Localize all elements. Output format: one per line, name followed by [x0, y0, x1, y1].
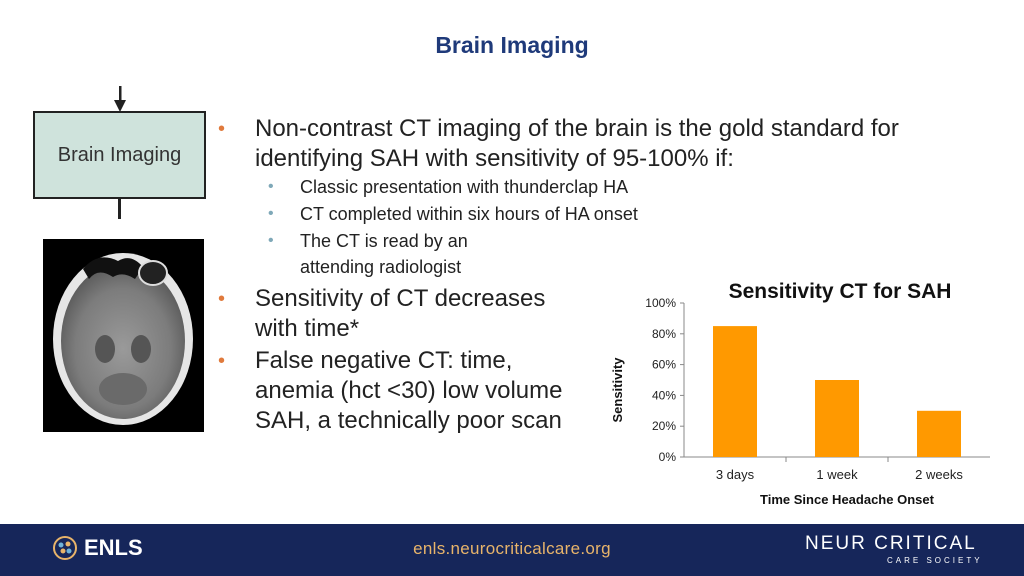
- y-tick-label: 40%: [652, 388, 676, 402]
- y-axis-label: Sensitivity: [610, 357, 625, 423]
- footer-url: enls.neurocriticalcare.org: [413, 539, 611, 558]
- page-title: Brain Imaging: [435, 32, 589, 58]
- sub-bullet-3: The CT is read by an attending radiologi…: [300, 231, 468, 277]
- footer-bar: [0, 524, 1024, 576]
- bar: [815, 380, 859, 457]
- bullet-dot-icon: •: [218, 350, 226, 372]
- flow-connector-line: [118, 199, 121, 219]
- sub-bullet-2: CT completed within six hours of HA onse…: [300, 204, 638, 224]
- bar: [917, 410, 961, 457]
- bullet-dot-icon: •: [218, 118, 226, 140]
- ct-scan-image: [43, 239, 204, 432]
- bullet-2: Sensitivity of CT decreases with time*: [255, 285, 546, 342]
- sub-bullet-dot-icon: •: [268, 232, 274, 249]
- y-tick-label: 20%: [652, 419, 676, 433]
- y-tick-label: 100%: [645, 296, 676, 310]
- x-axis-label: Time Since Headache Onset: [760, 492, 935, 507]
- ncs-logo-subtext: CARE SOCIETY: [887, 556, 983, 565]
- flow-box: Brain Imaging: [33, 111, 206, 199]
- x-tick-label: 2 weeks: [915, 467, 963, 482]
- sensitivity-bar-chart: Sensitivity CT for SAH 0% 20% 40% 60% 80% 100%…: [610, 280, 990, 507]
- x-tick-label: 3 days: [716, 467, 755, 482]
- bar: [713, 326, 757, 457]
- enls-logo-text: ENLS: [84, 535, 143, 560]
- brain-logo-icon: [53, 536, 77, 560]
- bullet-3: False negative CT: time, anemia (hct <30…: [255, 347, 563, 434]
- sub-bullet-dot-icon: •: [268, 205, 274, 222]
- ncs-logo-text: NEUR CRITICAL: [805, 533, 977, 554]
- flow-arrow-down-icon: [114, 86, 126, 112]
- enls-logo: ENLS: [52, 535, 143, 561]
- y-tick-label: 0%: [659, 450, 677, 464]
- sub-bullet-dot-icon: •: [268, 178, 274, 195]
- chart-title: Sensitivity CT for SAH: [729, 280, 952, 303]
- flow-box-label: Brain Imaging: [57, 143, 182, 166]
- sub-bullet-1: Classic presentation with thunderclap HA: [300, 177, 629, 197]
- bullet-1: Non-contrast CT imaging of the brain is …: [255, 115, 899, 172]
- bullet-dot-icon: •: [218, 288, 226, 310]
- y-tick-label: 80%: [652, 327, 676, 341]
- x-tick-label: 1 week: [816, 467, 858, 482]
- y-tick-label: 60%: [652, 358, 676, 372]
